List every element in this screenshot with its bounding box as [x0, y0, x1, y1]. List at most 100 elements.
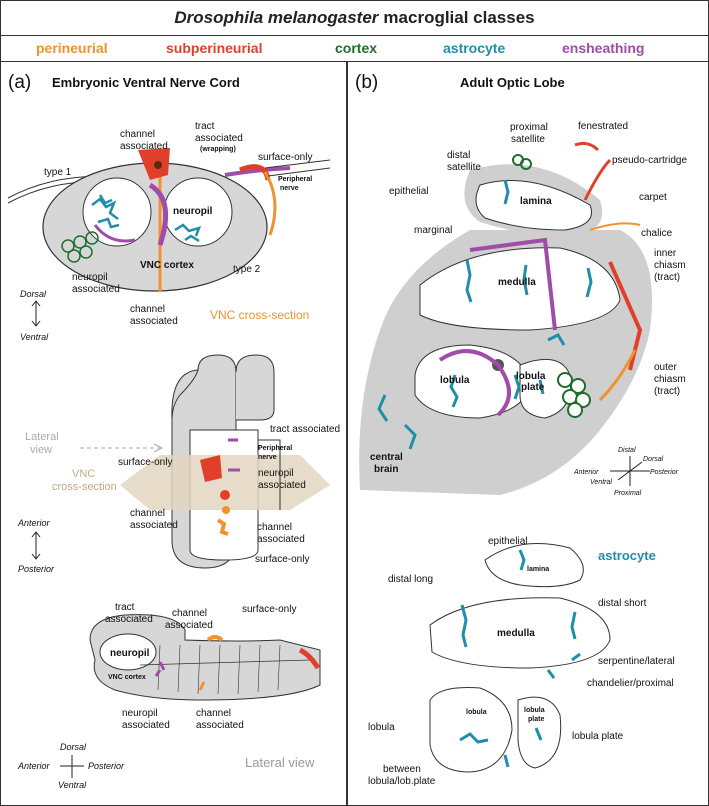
b-medulla: medulla [497, 628, 535, 639]
dorsal-tract-assoc: tract associated [270, 424, 340, 435]
lat-channel-b-l2: associated [196, 720, 244, 731]
dorsal-axis: Anterior Posterior [17, 518, 55, 574]
cross-axis: Dorsal Ventral [20, 289, 49, 342]
lobula-plate-l2: plate [521, 382, 545, 393]
vnc-cross-l1: VNC [72, 468, 95, 480]
lateral-neuropil [99, 633, 157, 671]
outer-chiasm-l2: chiasm [654, 374, 686, 385]
neuropil-left [82, 177, 152, 247]
astrocyte-type2 [174, 223, 202, 243]
distal-satellite-l2: satellite [447, 162, 481, 173]
axis-anterior-b: Anterior [573, 469, 599, 476]
b-lobula-label: lobula [368, 722, 395, 733]
peripheral-nerve-line [264, 159, 331, 169]
subperineurial-surface [608, 261, 643, 371]
inner-chiasm-l2: chiasm [654, 260, 686, 271]
lat-tract-l2: associated [105, 614, 153, 625]
title-rest: macroglial classes [383, 8, 535, 27]
surface-perineurial [263, 171, 277, 236]
tract-assoc-l1: tract [195, 121, 215, 132]
dorsal-neuropil-l2: associated [258, 480, 306, 491]
dorsal-surface-only-bottom: surface-only [255, 554, 309, 565]
carpet-glia [583, 158, 612, 201]
lat-neuropil-l1: neuropil [122, 708, 158, 719]
lat-channel-l1: channel [172, 608, 207, 619]
dorsal-channel-left-l1: channel [130, 508, 165, 519]
lateral-view-arrowhead [153, 443, 164, 453]
outer-chiasm-l1: outer [654, 362, 677, 373]
peripheral-nerve-line-2 [267, 167, 331, 177]
b-lobula-plate: lobula plate [572, 731, 624, 742]
central-brain-l1: central [370, 452, 403, 463]
glial-classes-legend: perineurial subperineurial cortex astroc… [0, 36, 709, 62]
inner-chiasm-l3: (tract) [654, 272, 680, 283]
class-perineurial: perineurial [36, 40, 108, 56]
lateral-surface [298, 647, 321, 670]
dorsal-surface-only: surface-only [118, 457, 172, 468]
optic-lobe [359, 141, 652, 495]
panel-a-heading: Embryonic Ventral Nerve Cord [52, 75, 240, 90]
lateral-outline [89, 614, 321, 701]
lateral-view-l2: view [30, 444, 52, 456]
vnc-dorsal-view [80, 354, 330, 569]
axis-posterior: Posterior [18, 564, 55, 574]
lobula-plate-l1: lobula [516, 371, 546, 382]
lamina-label: lamina [520, 196, 552, 207]
lateral-channel-perin [206, 635, 224, 642]
axis-dorsal-b: Dorsal [643, 456, 664, 463]
medulla-label: medulla [498, 277, 536, 288]
peripheral-nerve-dorsal [258, 439, 281, 510]
astrocyte-type1 [91, 194, 120, 229]
lamina [475, 180, 592, 231]
vnc-cortex-label: VNC cortex [140, 260, 194, 271]
fenestrated-glia [574, 141, 600, 152]
b-between-l2: lobula/lob.plate [368, 776, 436, 787]
cortex-glia [61, 231, 99, 263]
tract-assoc-l2: associated [195, 133, 243, 144]
axis-ventral-b: Ventral [590, 479, 612, 486]
lateral-view-l1: Lateral [25, 431, 59, 443]
carpet-label: carpet [639, 192, 667, 203]
dorsal-neuropil-l1: neuropil [258, 468, 294, 479]
neuropil-assoc-l1: neuropil [72, 272, 108, 283]
proximal-satellite-l2: satellite [511, 134, 545, 145]
channel-assoc-b-l1: channel [130, 304, 165, 315]
brain-lobe-left [171, 369, 199, 421]
astrocyte-detail [429, 543, 611, 773]
outer-chiasm-l3: (tract) [654, 386, 680, 397]
lat-vnc-cortex: VNC cortex [108, 674, 146, 681]
chalice-label: chalice [641, 228, 673, 239]
inner-chiasm-tract [469, 237, 557, 331]
lat-neuropil: neuropil [110, 648, 150, 659]
medulla-b [429, 597, 611, 669]
channel-assoc-l2: associated [120, 141, 168, 152]
neuropil-label: neuropil [173, 206, 213, 217]
b-astrocyte-title: astrocyte [598, 548, 656, 563]
cross-section-plane [120, 455, 330, 510]
surface-only-perin [216, 518, 229, 536]
dorsal-peripheral-l2: nerve [258, 454, 277, 461]
optic-axes: Distal Dorsal Anterior Posterior Ventral… [573, 447, 679, 497]
dorsal-channel-left-l2: associated [130, 520, 178, 531]
axis-ventral: Ventral [20, 332, 49, 342]
class-subperineurial: subperineurial [166, 40, 263, 56]
neuropil-assoc-l2: associated [72, 284, 120, 295]
b-epithelial: epithelial [488, 536, 527, 547]
vnc-cross-section [7, 148, 331, 292]
peripheral-l1: Peripheral [278, 176, 312, 183]
lobula-label: lobula [440, 375, 470, 386]
vnc-lateral-view [89, 614, 321, 701]
lat-channel-b-l1: channel [196, 708, 231, 719]
surface-only-subp [200, 455, 222, 482]
lateral-band [139, 659, 311, 666]
distal-satellite-l1: distal [447, 150, 470, 161]
astrocytes-optic [377, 179, 593, 450]
b-distal-long: distal long [388, 574, 433, 585]
marginal-label: marginal [414, 225, 452, 236]
wrapping-label: (wrapping) [200, 146, 236, 153]
dorsal-peripheral-l1: Peripheral [258, 445, 292, 452]
lat-neuropil-l2: associated [122, 720, 170, 731]
central-brain-l2: brain [374, 464, 398, 475]
